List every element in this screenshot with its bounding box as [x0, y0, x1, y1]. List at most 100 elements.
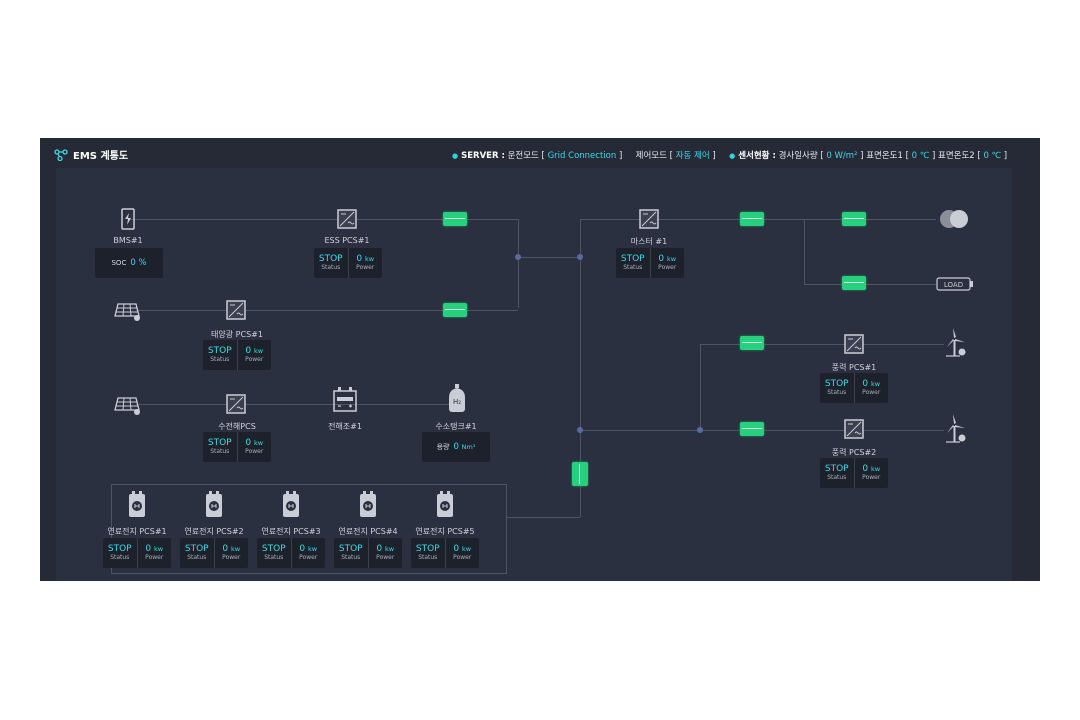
- bus-node: [577, 254, 583, 260]
- temp1-close: ]: [931, 151, 936, 161]
- ess-status-label: Status: [321, 264, 341, 271]
- fuel-cell-power-label: Power: [145, 554, 164, 561]
- wind1-power-value: 0: [862, 379, 869, 389]
- wind2-breaker[interactable]: [740, 422, 764, 436]
- fuel-cell-icon: [435, 490, 455, 518]
- master-power-label: Power: [658, 264, 677, 271]
- electrolysis-pcs-label: 수전해PCS: [218, 422, 256, 431]
- inverter-icon: [844, 333, 864, 355]
- op-mode-label: 운전모드 [: [507, 151, 545, 161]
- solar-power-unit: kw: [254, 347, 264, 355]
- op-mode-close: ]: [618, 151, 623, 161]
- fuel-cell-label: 연료전지 PCS#5: [415, 527, 475, 536]
- inverter-icon: [226, 299, 246, 321]
- fuel-cell-power-label: Power: [453, 554, 472, 561]
- fuel-cell-status-value: STOP: [338, 544, 363, 554]
- fuel-cell-label: 연료전지 PCS#4: [338, 527, 398, 536]
- server-label: SERVER :: [461, 151, 505, 161]
- h2-tank-label: 수소탱크#1: [435, 422, 477, 431]
- wind-turbine-icon: [944, 412, 970, 444]
- h2-tank-card: 용량 0 Nm³: [422, 432, 490, 462]
- electrolyzer-label: 전해조#1: [328, 422, 362, 431]
- fuel-cell-status-value: STOP: [415, 544, 440, 554]
- inverter-icon: [226, 393, 246, 415]
- load-breaker[interactable]: [842, 276, 866, 290]
- soc-label: SOC: [111, 259, 127, 267]
- solar-power-value: 0: [245, 346, 252, 356]
- h2-cap-value: 0: [453, 442, 459, 452]
- solar-breaker[interactable]: [443, 303, 467, 317]
- wind1-status-value: STOP: [824, 379, 849, 389]
- electrolysis-power-value: 0: [245, 438, 252, 448]
- fuel-cell-status-label: Status: [187, 554, 207, 561]
- fuel-cell-power-label: Power: [299, 554, 318, 561]
- fuel-cell-power-value: 0: [222, 544, 229, 554]
- op-mode-value: Grid Connection: [547, 151, 617, 161]
- page-title: EMS 계통도: [54, 147, 128, 162]
- bus-node: [697, 427, 703, 433]
- irradiance-value: 0 W/m²: [826, 151, 858, 161]
- solar-panel-icon: [114, 396, 142, 416]
- battery-icon: [118, 208, 138, 230]
- temp2-close: ]: [1003, 151, 1008, 161]
- solar-power-label: Power: [245, 356, 264, 363]
- irradiance-close: ]: [860, 151, 864, 161]
- bus-node: [577, 427, 583, 433]
- fuel-cell-power-value: 0: [453, 544, 460, 554]
- ess-power-unit: kw: [365, 255, 375, 263]
- electrolyzer-icon: [332, 386, 358, 414]
- h2-tank-icon: H₂: [448, 383, 466, 413]
- fuel-cell-status-value: STOP: [261, 544, 286, 554]
- solar-panel-icon: [114, 302, 142, 322]
- wind1-power-unit: kw: [871, 380, 881, 388]
- fuel-cell-status-label: Status: [264, 554, 284, 561]
- irradiance-label: 경사일사량 [: [778, 151, 824, 161]
- page-title-text: EMS 계통도: [73, 151, 129, 162]
- electrolysis-status-label: Status: [210, 448, 230, 455]
- h2-cap-label: 용량: [436, 443, 450, 451]
- soc-value: 0 %: [130, 258, 147, 268]
- bus-node: [515, 254, 521, 260]
- inverter-icon: [337, 208, 357, 230]
- fuel-cell-label: 연료전지 PCS#3: [261, 527, 321, 536]
- master-power-unit: kw: [667, 255, 677, 263]
- grid-breaker[interactable]: [842, 212, 866, 226]
- fuel-cell-icon: [204, 490, 224, 518]
- master-power-value: 0: [658, 254, 665, 264]
- ess-power-value: 0: [356, 254, 363, 264]
- fuel-cell-breaker[interactable]: [572, 462, 588, 486]
- solar-status-value: STOP: [207, 346, 232, 356]
- fuel-cell-power-unit: kw: [385, 545, 395, 553]
- temp1-label: 표면온도1 [: [866, 151, 909, 161]
- header: EMS 계통도 ●SERVER : 운전모드 [ Grid Connection…: [40, 138, 1040, 168]
- wind2-power-value: 0: [862, 464, 869, 474]
- wind-turbine-icon: [944, 326, 970, 358]
- fuel-cell-status-value: STOP: [107, 544, 132, 554]
- wind-pcs1-label: 풍력 PCS#1: [831, 363, 877, 372]
- master-breaker[interactable]: [740, 212, 764, 226]
- fuel-cell-power-unit: kw: [308, 545, 318, 553]
- wind-pcs2-label: 풍력 PCS#2: [831, 448, 877, 457]
- master-status-label: Status: [623, 264, 643, 271]
- fuel-cell-label: 연료전지 PCS#2: [184, 527, 244, 536]
- electrolysis-power-unit: kw: [254, 439, 264, 447]
- solar-pcs-label: 태양광 PCS#1: [211, 330, 263, 339]
- fuel-cell-status-label: Status: [418, 554, 438, 561]
- load-icon: LOAD: [936, 276, 974, 292]
- wind1-status-label: Status: [827, 389, 847, 396]
- ess-breaker[interactable]: [443, 212, 467, 226]
- fuel-cell-icon: [127, 490, 147, 518]
- wind2-power-label: Power: [862, 474, 881, 481]
- wind1-breaker[interactable]: [740, 336, 764, 350]
- master-label: 마스터 #1: [630, 237, 668, 246]
